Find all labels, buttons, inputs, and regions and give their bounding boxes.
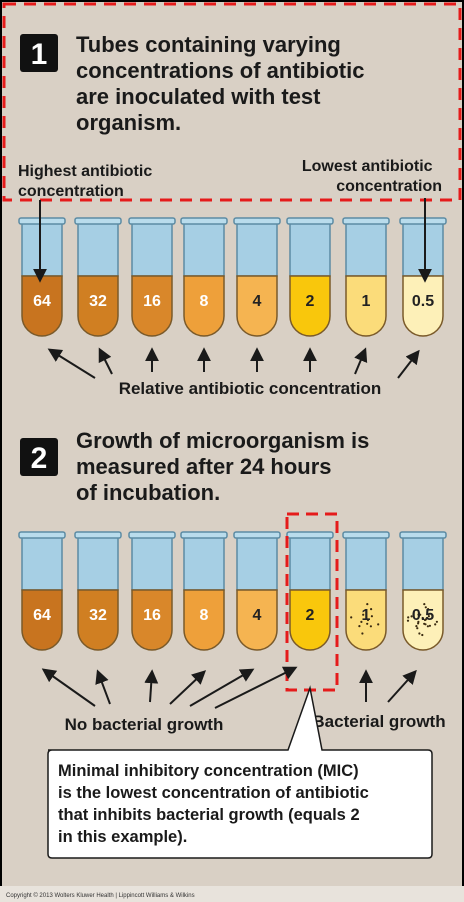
tube-liquid: [21, 275, 63, 337]
tube-concentration-label: 8: [200, 293, 209, 310]
tube-concentration-label: 0.5: [412, 607, 434, 624]
tube-concentration-label: 8: [200, 607, 209, 624]
tube-concentration-label: 1: [362, 293, 371, 310]
tube-liquid: [183, 589, 225, 651]
tube-concentration-label: 2: [306, 607, 315, 624]
copyright-strip: [0, 886, 464, 902]
lowest-concentration-label: Lowest antibiotic concentration: [302, 158, 442, 195]
tube-concentration-label: 32: [89, 607, 107, 624]
incubated-tube: 1: [342, 531, 390, 651]
tube-liquid: [77, 275, 119, 337]
initial-tube: 1: [342, 217, 390, 337]
initial-tube: 2: [286, 217, 334, 337]
step1-title: Tubes containing varying concentrations …: [76, 32, 371, 135]
step1-number-box: [20, 34, 58, 72]
panel-background: [2, 2, 462, 886]
initial-tube: 0.5: [399, 217, 447, 337]
step2-number: 2: [31, 442, 48, 475]
mic-callout: [47, 685, 433, 859]
step2-number-box: [20, 438, 58, 476]
tube-liquid: [131, 275, 173, 337]
tube-concentration-label: 64: [33, 293, 51, 310]
highest-concentration-label: Highest antibiotic concentration: [18, 163, 157, 200]
tube-liquid: [289, 275, 331, 337]
step2-title: Growth of microorganism is measured afte…: [76, 428, 376, 505]
mic-tube-highlight: [285, 512, 339, 692]
incubated-tube: 32: [74, 531, 122, 651]
tube-liquid: [345, 589, 387, 651]
tube-row-initial: 64 32 16 8 4 2 1 0.5: [18, 217, 447, 337]
tube-concentration-label: 4: [253, 293, 262, 310]
incubated-tube: 0.5: [399, 531, 447, 651]
tube-liquid: [21, 589, 63, 651]
incubated-tube: 2: [286, 531, 334, 651]
tube-liquid: [236, 589, 278, 651]
tube-liquid: [183, 275, 225, 337]
growth-arrows: [359, 669, 417, 703]
incubated-tube: 16: [128, 531, 176, 651]
tube-liquid: [77, 589, 119, 651]
tube-concentration-label: 2: [306, 293, 315, 310]
tube-concentration-label: 64: [33, 607, 51, 624]
no-growth-arrows: [41, 666, 298, 709]
step1-number: 1: [31, 38, 48, 71]
initial-tube: 32: [74, 217, 122, 337]
incubated-tube: 8: [180, 531, 228, 651]
incubated-tube: 4: [233, 531, 281, 651]
tube-liquid: [289, 589, 331, 651]
initial-tube: 64: [18, 217, 66, 337]
initial-tube: 8: [180, 217, 228, 337]
tube-liquid: [402, 589, 444, 651]
relative-concentration-arrows: [47, 347, 420, 379]
no-growth-label: No bacterial growth: [65, 715, 224, 734]
tube-row-incubated: 64 32 16 8 4 2 1 0.5: [18, 531, 447, 651]
tube-concentration-label: 32: [89, 293, 107, 310]
tube-liquid: [131, 589, 173, 651]
tube-concentration-label: 0.5: [412, 293, 434, 310]
tube-liquid: [236, 275, 278, 337]
mic-definition: Minimal inhibitory concentration (MIC) i…: [58, 762, 373, 846]
tube-concentration-label: 16: [143, 293, 161, 310]
initial-tube: 4: [233, 217, 281, 337]
step1-highlight-frame: [2, 2, 462, 202]
tube-concentration-label: 1: [362, 607, 371, 624]
initial-tube: 16: [128, 217, 176, 337]
copyright-text: Copyright © 2013 Wolters Kluwer Health |…: [6, 892, 195, 899]
tube-concentration-label: 4: [253, 607, 262, 624]
tube-liquid: [345, 275, 387, 337]
tube-liquid: [402, 275, 444, 337]
growth-label: Bacterial growth: [312, 712, 445, 731]
relative-concentration-label: Relative antibiotic concentration: [119, 379, 382, 398]
incubated-tube: 64: [18, 531, 66, 651]
tube-concentration-label: 16: [143, 607, 161, 624]
